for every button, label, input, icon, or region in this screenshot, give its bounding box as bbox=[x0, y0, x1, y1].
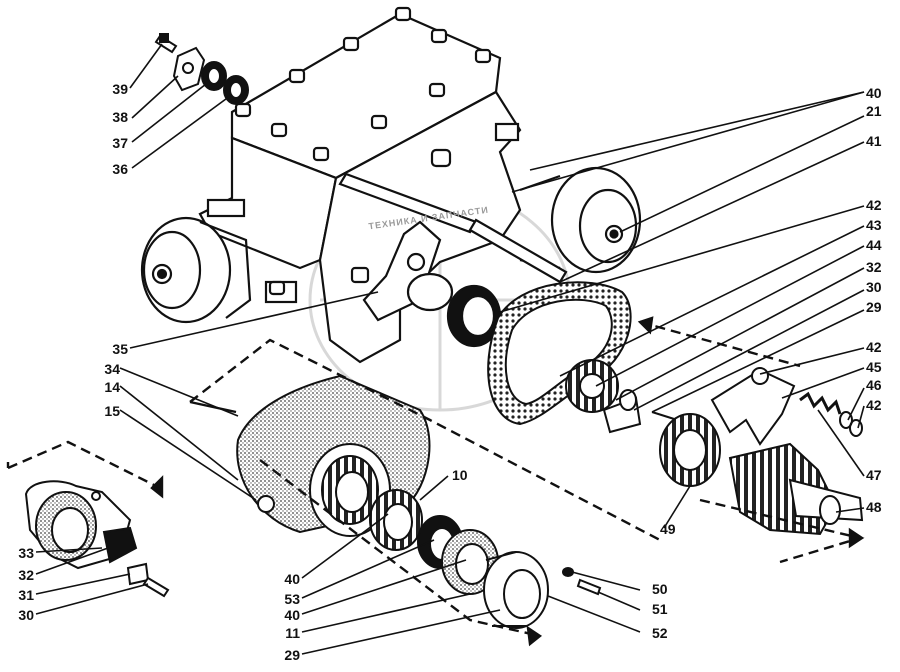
callout-46: 46 bbox=[866, 377, 882, 393]
top-left-parts bbox=[154, 33, 249, 105]
callout-14: 14 bbox=[104, 379, 120, 395]
right-parts bbox=[651, 367, 864, 536]
callout-43: 43 bbox=[866, 217, 882, 233]
gasket-32 bbox=[102, 526, 138, 564]
callout-38: 38 bbox=[112, 109, 128, 125]
callout-48: 48 bbox=[866, 499, 882, 515]
left-flange bbox=[24, 480, 170, 598]
callout-47: 47 bbox=[866, 467, 882, 483]
callout-36: 36 bbox=[112, 161, 128, 177]
callout-40-b: 40 bbox=[284, 571, 300, 587]
callout-35: 35 bbox=[112, 341, 128, 357]
callout-33: 33 bbox=[18, 545, 34, 561]
callout-31: 31 bbox=[18, 587, 34, 603]
small-bolts bbox=[562, 567, 602, 596]
callout-29-bottom: 29 bbox=[284, 647, 300, 663]
callout-51: 51 bbox=[652, 601, 668, 617]
callout-45: 45 bbox=[866, 359, 882, 375]
callout-42-c: 42 bbox=[866, 397, 882, 413]
callout-30-right: 30 bbox=[866, 279, 882, 295]
spring-47 bbox=[799, 391, 842, 415]
lid-bolts bbox=[234, 6, 492, 296]
ring-42 bbox=[849, 419, 863, 437]
sprocket bbox=[565, 359, 642, 434]
callout-32-right: 32 bbox=[866, 259, 882, 275]
callout-50: 50 bbox=[652, 581, 668, 597]
leader-lines bbox=[35, 43, 865, 655]
bearing-stack bbox=[369, 489, 549, 629]
callout-40-c: 40 bbox=[284, 607, 300, 623]
callout-53: 53 bbox=[284, 591, 300, 607]
callout-42-a: 42 bbox=[866, 197, 882, 213]
callout-49: 49 bbox=[660, 521, 676, 537]
callout-52: 52 bbox=[652, 625, 668, 641]
callout-32-left: 32 bbox=[18, 567, 34, 583]
callout-11: 11 bbox=[285, 625, 300, 641]
callout-41: 41 bbox=[866, 133, 882, 149]
callout-21: 21 bbox=[866, 103, 882, 119]
callout-39: 39 bbox=[112, 81, 128, 97]
washer-46 bbox=[839, 411, 853, 429]
callout-34: 34 bbox=[104, 361, 120, 377]
callout-42-b: 42 bbox=[866, 339, 882, 355]
callout-30-left: 30 bbox=[18, 607, 34, 623]
callout-40-top: 40 bbox=[866, 85, 882, 101]
callout-29-right: 29 bbox=[866, 299, 882, 315]
callout-44: 44 bbox=[866, 237, 882, 253]
callout-15: 15 bbox=[104, 403, 120, 419]
callout-37: 37 bbox=[112, 135, 128, 151]
callout-10: 10 bbox=[452, 467, 468, 483]
bolt-30 bbox=[142, 576, 170, 598]
